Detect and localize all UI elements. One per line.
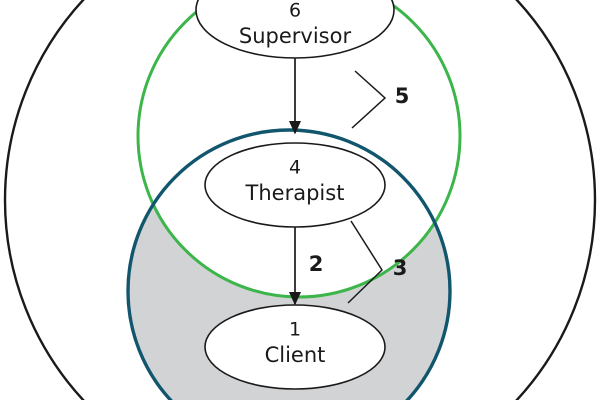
therapist-name: Therapist bbox=[245, 181, 345, 205]
supervisor-name: Supervisor bbox=[239, 24, 352, 48]
bracket-line-5 bbox=[351, 70, 387, 129]
client-name: Client bbox=[265, 343, 326, 367]
supervisor-number: 6 bbox=[289, 0, 301, 22]
bracket-label-5: 5 bbox=[395, 84, 410, 108]
bracket-label-3: 3 bbox=[393, 256, 408, 280]
client-ellipse bbox=[204, 304, 386, 390]
node-client[interactable]: 1 Client bbox=[204, 304, 386, 390]
edge-label-2: 2 bbox=[309, 252, 324, 276]
outer-system-circle bbox=[3, 0, 597, 400]
therapist-number: 4 bbox=[289, 157, 301, 179]
therapist-ellipse bbox=[204, 142, 386, 228]
node-therapist[interactable]: 4 Therapist bbox=[204, 142, 386, 228]
node-supervisor[interactable]: 6 Supervisor bbox=[195, 0, 395, 59]
bracket-line-3 bbox=[347, 220, 383, 304]
client-number: 1 bbox=[289, 319, 301, 341]
supervisor-ellipse bbox=[195, 0, 395, 59]
